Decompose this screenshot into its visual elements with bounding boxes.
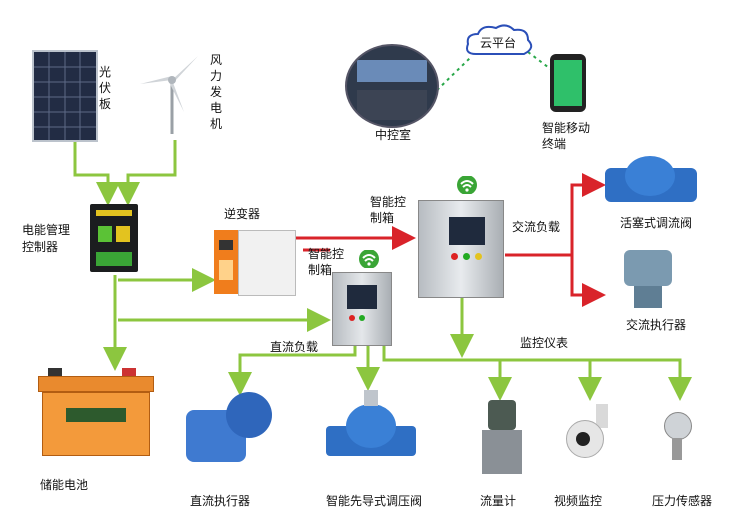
line-dc-actuator	[228, 345, 357, 396]
pilot-valve-label: 智能先导式调压阀	[326, 494, 423, 508]
wind-generator-label: 风力发电机	[210, 53, 223, 131]
inverter-label: 逆变器	[224, 207, 261, 221]
line-ac-actuator	[570, 255, 606, 307]
wind-generator-image	[132, 42, 208, 136]
cloud-platform-icon	[462, 22, 536, 66]
ac-actuator-image	[620, 250, 676, 310]
smart-box-dc-label: 智能控 制箱	[308, 247, 345, 277]
pressure-sensor-label: 压力传感器	[652, 494, 713, 508]
ac-load-label: 交流负载	[512, 220, 561, 234]
piston-valve-label: 活塞式调流阀	[620, 216, 693, 230]
flow-meter-label: 流量计	[480, 494, 517, 508]
cloud-platform-label: 云平台	[480, 36, 517, 50]
mobile-terminal-label: 智能移动 终端	[542, 121, 591, 151]
line-solar-controller	[73, 140, 120, 206]
smart-box-main-image	[418, 200, 504, 298]
flow-meter-image	[482, 400, 522, 474]
control-room-label: 中控室	[375, 128, 412, 142]
battery-image	[38, 368, 154, 456]
solar-panel-label: 光伏板	[99, 65, 112, 111]
smart-box-dc-image	[332, 272, 392, 346]
wifi-icon	[456, 175, 478, 198]
inverter-image	[214, 226, 296, 296]
battery-label: 储能电池	[40, 478, 89, 492]
piston-valve-image	[605, 150, 697, 210]
dc-actuator-image	[186, 392, 282, 470]
pilot-valve-image	[326, 390, 416, 474]
ac-actuator-label: 交流执行器	[626, 318, 687, 332]
monitoring-instruments-label: 监控仪表	[520, 336, 569, 350]
video-camera-image	[566, 404, 610, 460]
line-ac-valve	[505, 173, 606, 257]
solar-panel-image	[32, 50, 98, 142]
line-wind-controller	[116, 140, 177, 206]
smart-box-main-label: 智能控 制箱	[370, 195, 407, 225]
video-monitor-label: 视频监控	[554, 494, 603, 508]
pressure-sensor-image	[656, 412, 700, 462]
dc-load-label: 直流负载	[270, 340, 319, 354]
energy-controller-image	[90, 204, 138, 272]
line-monitoring-bus	[382, 345, 692, 401]
mobile-terminal-image	[550, 54, 586, 112]
dc-actuator-label: 直流执行器	[190, 494, 251, 508]
energy-controller-label: 电能管理 控制器	[22, 223, 71, 254]
wifi-icon	[358, 249, 380, 272]
line-cloud-mobile	[527, 51, 566, 81]
control-room-image	[345, 44, 439, 128]
